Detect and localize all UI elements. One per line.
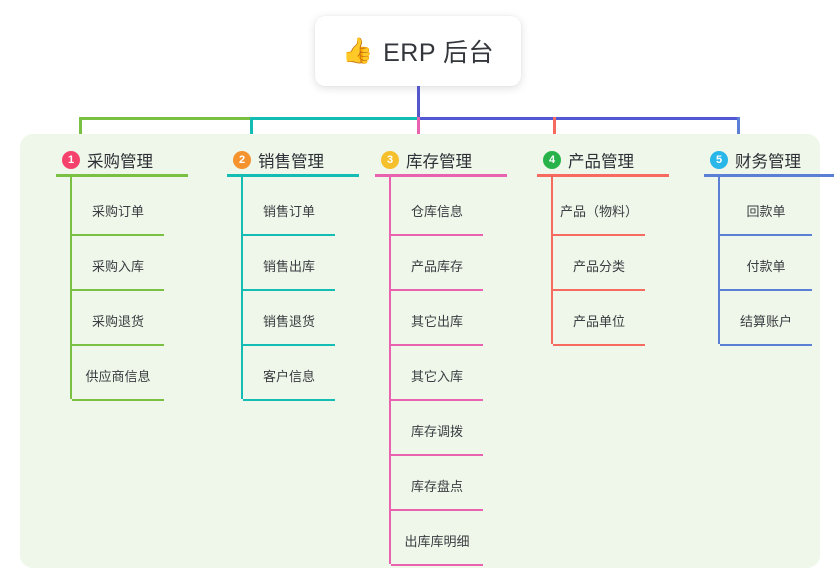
leaf-item-rule — [243, 344, 335, 346]
leaf-item-rule — [72, 399, 164, 401]
leaf-item[interactable]: 付款单 — [720, 257, 812, 291]
leaf-item-label: 采购订单 — [91, 204, 144, 219]
column-badge-4: 4 — [543, 151, 561, 169]
bus-segment-3 — [417, 117, 737, 120]
leaf-item[interactable]: 结算账户 — [720, 312, 812, 346]
leaf-item-rule — [391, 564, 483, 566]
leaf-item-label: 产品（物料） — [559, 204, 638, 219]
leaf-item-rule — [553, 344, 645, 346]
column-title-4: 产品管理 — [568, 153, 634, 171]
column-badge-2: 2 — [233, 151, 251, 169]
leaf-item-rule — [720, 289, 812, 291]
page-title: ERP 后台 — [383, 39, 495, 67]
column-spine-2 — [241, 177, 243, 399]
leaf-item-label: 采购入库 — [91, 259, 144, 274]
leaf-item-label: 产品单位 — [572, 314, 625, 329]
leaf-item-label: 销售订单 — [262, 204, 315, 219]
leaf-item[interactable]: 产品单位 — [553, 312, 645, 346]
column-rule-3 — [375, 174, 507, 177]
leaf-item-rule — [243, 234, 335, 236]
leaf-item-label: 付款单 — [746, 259, 786, 274]
leaf-item[interactable]: 采购入库 — [72, 257, 164, 291]
leaf-item-rule — [391, 399, 483, 401]
leaf-item-label: 供应商信息 — [85, 369, 151, 384]
leaf-item-rule — [391, 234, 483, 236]
leaf-item[interactable]: 销售出库 — [243, 257, 335, 291]
trunk-connector — [417, 86, 420, 119]
leaf-item[interactable]: 库存调拨 — [391, 422, 483, 456]
leaf-item-rule — [72, 289, 164, 291]
leaf-item-rule — [553, 234, 645, 236]
column-badge-3: 3 — [381, 151, 399, 169]
leaf-item[interactable]: 其它入库 — [391, 367, 483, 401]
leaf-item-label: 销售出库 — [262, 259, 315, 274]
root-node-title-card: 👍 ERP 后台 — [315, 16, 521, 86]
leaf-item-label: 回款单 — [746, 204, 786, 219]
leaf-item[interactable]: 产品分类 — [553, 257, 645, 291]
column-spine-5 — [718, 177, 720, 344]
column-title-3: 库存管理 — [406, 153, 472, 171]
leaf-item[interactable]: 采购退货 — [72, 312, 164, 346]
leaf-item-label: 采购退货 — [91, 314, 144, 329]
leaf-item[interactable]: 产品（物料） — [553, 202, 645, 236]
leaf-item[interactable]: 销售订单 — [243, 202, 335, 236]
leaf-item[interactable]: 库存盘点 — [391, 477, 483, 511]
thumbs-up-icon: 👍 — [341, 36, 374, 65]
content-panel: 1 采购管理采购订单采购入库采购退货供应商信息 2 销售管理销售订单销售出库销售退货客… — [20, 134, 834, 568]
leaf-item-label: 库存调拨 — [410, 424, 463, 439]
leaf-item-label: 其它入库 — [410, 369, 463, 384]
column-rule-4 — [537, 174, 669, 177]
column-rule-1 — [56, 174, 188, 177]
leaf-item[interactable]: 出库库明细 — [391, 532, 483, 566]
column-title-2: 销售管理 — [258, 153, 324, 171]
column-title-1: 采购管理 — [87, 153, 153, 171]
column-spine-4 — [551, 177, 553, 344]
column-header-2[interactable]: 2 销售管理 — [215, 146, 324, 174]
column-badge-5: 5 — [710, 151, 728, 169]
leaf-item[interactable]: 其它出库 — [391, 312, 483, 346]
leaf-item-label: 仓库信息 — [410, 204, 463, 219]
column-header-4[interactable]: 4 产品管理 — [525, 146, 634, 174]
column-rule-5 — [704, 174, 834, 177]
column-rule-2 — [227, 174, 359, 177]
leaf-item-rule — [553, 289, 645, 291]
bus-segment-1 — [79, 117, 251, 120]
leaf-item-label: 产品库存 — [410, 259, 463, 274]
column-title-5: 财务管理 — [735, 153, 801, 171]
column-badge-1: 1 — [62, 151, 80, 169]
leaf-item-label: 其它出库 — [410, 314, 463, 329]
leaf-item[interactable]: 销售退货 — [243, 312, 335, 346]
leaf-item-rule — [391, 509, 483, 511]
leaf-item[interactable]: 采购订单 — [72, 202, 164, 236]
leaf-item[interactable]: 客户信息 — [243, 367, 335, 401]
leaf-item-rule — [72, 234, 164, 236]
leaf-item[interactable]: 仓库信息 — [391, 202, 483, 236]
leaf-item-rule — [391, 289, 483, 291]
leaf-item-rule — [391, 454, 483, 456]
leaf-item[interactable]: 回款单 — [720, 202, 812, 236]
column-spine-3 — [389, 177, 391, 564]
leaf-item-rule — [391, 344, 483, 346]
leaf-item-label: 客户信息 — [262, 369, 315, 384]
leaf-item-rule — [243, 289, 335, 291]
leaf-item-label: 产品分类 — [572, 259, 625, 274]
leaf-item-label: 销售退货 — [262, 314, 315, 329]
column-header-3[interactable]: 3 库存管理 — [363, 146, 472, 174]
column-header-5[interactable]: 5 财务管理 — [692, 146, 801, 174]
leaf-item-rule — [720, 234, 812, 236]
leaf-item[interactable]: 供应商信息 — [72, 367, 164, 401]
leaf-item-rule — [243, 399, 335, 401]
column-header-1[interactable]: 1 采购管理 — [44, 146, 153, 174]
column-spine-1 — [70, 177, 72, 399]
leaf-item-rule — [720, 344, 812, 346]
leaf-item-label: 库存盘点 — [410, 479, 463, 494]
leaf-item-label: 出库库明细 — [404, 534, 470, 549]
leaf-item[interactable]: 产品库存 — [391, 257, 483, 291]
bus-segment-2 — [250, 117, 419, 120]
leaf-item-label: 结算账户 — [739, 314, 792, 329]
leaf-item-rule — [72, 344, 164, 346]
